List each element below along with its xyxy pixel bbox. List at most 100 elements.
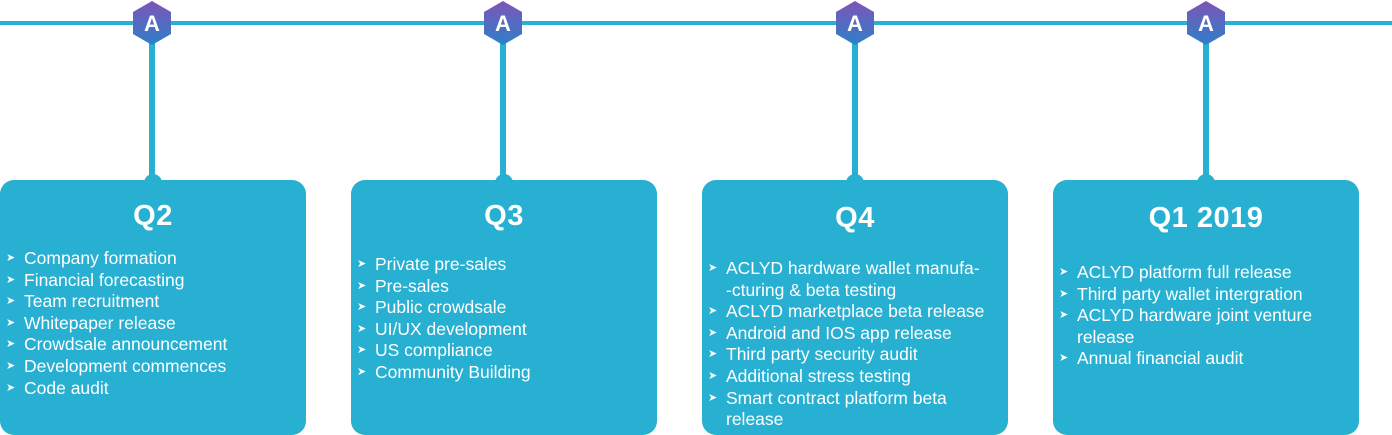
milestone-item: ➤ Community Building — [357, 362, 649, 384]
arrow-bullet-icon: ➤ — [708, 305, 718, 318]
milestone-text: Public crowdsale — [375, 297, 507, 318]
milestone-text: Community Building — [375, 361, 531, 382]
arrow-bullet-icon: ➤ — [6, 295, 16, 308]
timeline-line — [0, 21, 1392, 25]
card-notch — [1197, 174, 1215, 192]
milestone-item: ➤ US compliance — [357, 340, 649, 362]
badge-letter: A — [495, 11, 511, 36]
arrow-bullet-icon: ➤ — [357, 258, 367, 270]
milestone-text: Company formation — [24, 248, 177, 268]
milestone-list: ➤ Private pre-sales ➤ Pre-sales ➤ Public crow… — [357, 254, 649, 384]
milestone-text: US compliance — [375, 340, 493, 361]
milestone-text: Additional stress testing — [726, 365, 911, 386]
milestone-text: Code audit — [24, 377, 109, 398]
milestone-text: ACLYD platform full release — [1077, 262, 1292, 282]
milestone-text: release — [1077, 326, 1135, 347]
milestone-text: Smart contract platform beta — [726, 387, 947, 408]
badge-letter: A — [1198, 11, 1214, 36]
hexagon-badge-icon: A — [131, 0, 173, 46]
arrow-bullet-icon: ➤ — [1059, 287, 1069, 300]
stage-connector — [852, 30, 858, 182]
milestone-item: ➤ Additional stress testing — [708, 366, 1000, 388]
stage-card: Q4 ➤ ACLYD hardware wallet manufa--cturing… — [702, 174, 1008, 435]
milestone-item: ➤ ACLYD hardware wallet manufa--cturing &… — [708, 258, 1000, 301]
arrow-bullet-icon: ➤ — [708, 262, 718, 274]
milestone-text: Pre-sales — [375, 275, 449, 296]
milestone-item: ➤ Public crowdsale — [357, 297, 649, 319]
milestone-text: Team recruitment — [24, 291, 160, 312]
arrow-bullet-icon: ➤ — [6, 316, 16, 329]
arrow-bullet-icon: ➤ — [708, 369, 718, 382]
stage-title: Q4 — [835, 202, 875, 234]
milestone-item: ➤ Code audit — [6, 378, 298, 400]
card-notch — [846, 174, 864, 192]
milestone-text: Whitepaper release — [24, 312, 176, 333]
arrow-bullet-icon: ➤ — [357, 279, 367, 292]
stage-title: Q2 — [133, 200, 173, 232]
milestone-text: Development commences — [24, 355, 227, 376]
milestone-item: ➤ Third party security audit — [708, 344, 1000, 366]
milestone-text: Financial forecasting — [24, 269, 185, 290]
milestone-list: ➤ ACLYD platform full release ➤ Third party… — [1059, 262, 1351, 370]
arrow-bullet-icon: ➤ — [357, 344, 367, 357]
card-notch — [144, 174, 162, 192]
milestone-item: ➤ Android and IOS app release — [708, 323, 1000, 345]
stage-card: Q2 ➤ Company formation ➤ Financial forecasti… — [0, 174, 306, 435]
milestone-text: ACLYD hardware joint venture — [1077, 305, 1313, 326]
milestone-item: ➤ UI/UX development — [357, 319, 649, 341]
stage-connector — [1203, 30, 1209, 182]
hexagon-badge-icon: A — [482, 0, 524, 46]
arrow-bullet-icon: ➤ — [357, 301, 367, 314]
stage-connector — [500, 30, 506, 182]
arrow-bullet-icon: ➤ — [1059, 352, 1069, 365]
milestone-item: ➤ Crowdsale announcement — [6, 334, 298, 356]
milestone-text: UI/UX development — [375, 318, 527, 339]
arrow-bullet-icon: ➤ — [357, 322, 367, 335]
milestone-text: Crowdsale announcement — [24, 334, 228, 355]
milestone-item: ➤ Third party wallet intergration — [1059, 284, 1351, 306]
milestone-text: Android and IOS app release — [726, 322, 952, 343]
arrow-bullet-icon: ➤ — [357, 365, 367, 378]
arrow-bullet-icon: ➤ — [1059, 266, 1069, 278]
card-notch — [495, 174, 513, 192]
milestone-list: ➤ ACLYD hardware wallet manufa--cturing &… — [708, 258, 1000, 431]
stage-connector — [149, 30, 155, 182]
milestone-text: Annual financial audit — [1077, 348, 1244, 369]
milestone-item: ➤ Pre-sales — [357, 276, 649, 298]
hexagon-badge-icon: A — [834, 0, 876, 46]
milestone-text: ACLYD marketplace beta release — [726, 301, 985, 322]
arrow-bullet-icon: ➤ — [6, 359, 16, 372]
hexagon-badge-icon: A — [1185, 0, 1227, 46]
stage-card: Q3 ➤ Private pre-sales ➤ Pre-sales ➤ Public cr… — [351, 174, 657, 435]
stage-card: Q1 2019 ➤ ACLYD platform full release ➤ Thir… — [1053, 174, 1359, 435]
milestone-item: ➤ Private pre-sales — [357, 254, 649, 276]
stage-title: Q3 — [484, 200, 524, 232]
arrow-bullet-icon: ➤ — [708, 326, 718, 339]
arrow-bullet-icon: ➤ — [6, 252, 16, 264]
stage-title: Q1 2019 — [1148, 202, 1264, 234]
milestone-text: Third party wallet intergration — [1077, 283, 1303, 304]
badge-letter: A — [144, 11, 160, 36]
arrow-bullet-icon: ➤ — [708, 348, 718, 361]
arrow-bullet-icon: ➤ — [6, 381, 16, 394]
milestone-text: release — [726, 409, 784, 430]
milestone-text: -cturing & beta testing — [726, 279, 897, 300]
milestone-item: ➤ Development commences — [6, 356, 298, 378]
milestone-text: ACLYD hardware wallet manufa- — [726, 258, 980, 278]
milestone-item: ➤ ACLYD platform full release — [1059, 262, 1351, 284]
arrow-bullet-icon: ➤ — [1059, 309, 1069, 322]
milestone-list: ➤ Company formation ➤ Financial forecasting… — [6, 248, 298, 399]
milestone-text: Private pre-sales — [375, 254, 507, 274]
milestone-item: ➤ Team recruitment — [6, 291, 298, 313]
milestone-item: ➤ Financial forecasting — [6, 270, 298, 292]
milestone-item: ➤ ACLYD marketplace beta release — [708, 301, 1000, 323]
arrow-bullet-icon: ➤ — [708, 391, 718, 404]
arrow-bullet-icon: ➤ — [6, 273, 16, 286]
milestone-text: Third party security audit — [726, 344, 918, 365]
milestone-item: ➤ Annual financial audit — [1059, 348, 1351, 370]
badge-letter: A — [847, 11, 863, 36]
milestone-item: ➤ Whitepaper release — [6, 313, 298, 335]
arrow-bullet-icon: ➤ — [6, 338, 16, 351]
